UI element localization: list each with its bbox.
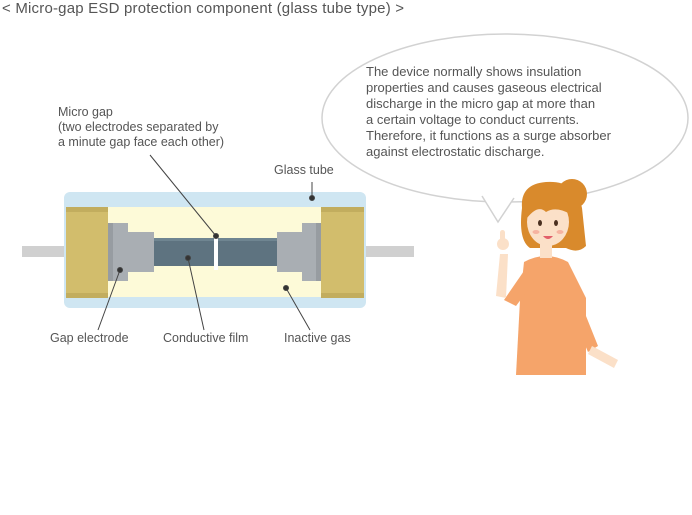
right-end-cap xyxy=(321,207,364,298)
speech-bubble-text: The device normally shows insulation pro… xyxy=(366,64,611,159)
conductive-film-label: Conductive film xyxy=(163,331,249,345)
gap-electrode-label: Gap electrode xyxy=(50,331,129,345)
glass-tube-label: Glass tube xyxy=(274,163,334,177)
speech-bubble-icon xyxy=(321,33,689,224)
diagram-title: < Micro-gap ESD protection component (gl… xyxy=(2,0,405,17)
inactive-gas-label: Inactive gas xyxy=(284,331,351,345)
micro-gap xyxy=(214,234,218,270)
woman-presenter-icon xyxy=(496,179,618,375)
left-end-cap xyxy=(66,207,108,298)
micro-gap-label: Micro gap (two electrodes separated by a… xyxy=(58,105,225,149)
conductive-film-left xyxy=(154,238,214,266)
right-lead xyxy=(364,246,414,257)
conductive-film-right xyxy=(218,238,277,266)
left-lead xyxy=(22,246,68,257)
